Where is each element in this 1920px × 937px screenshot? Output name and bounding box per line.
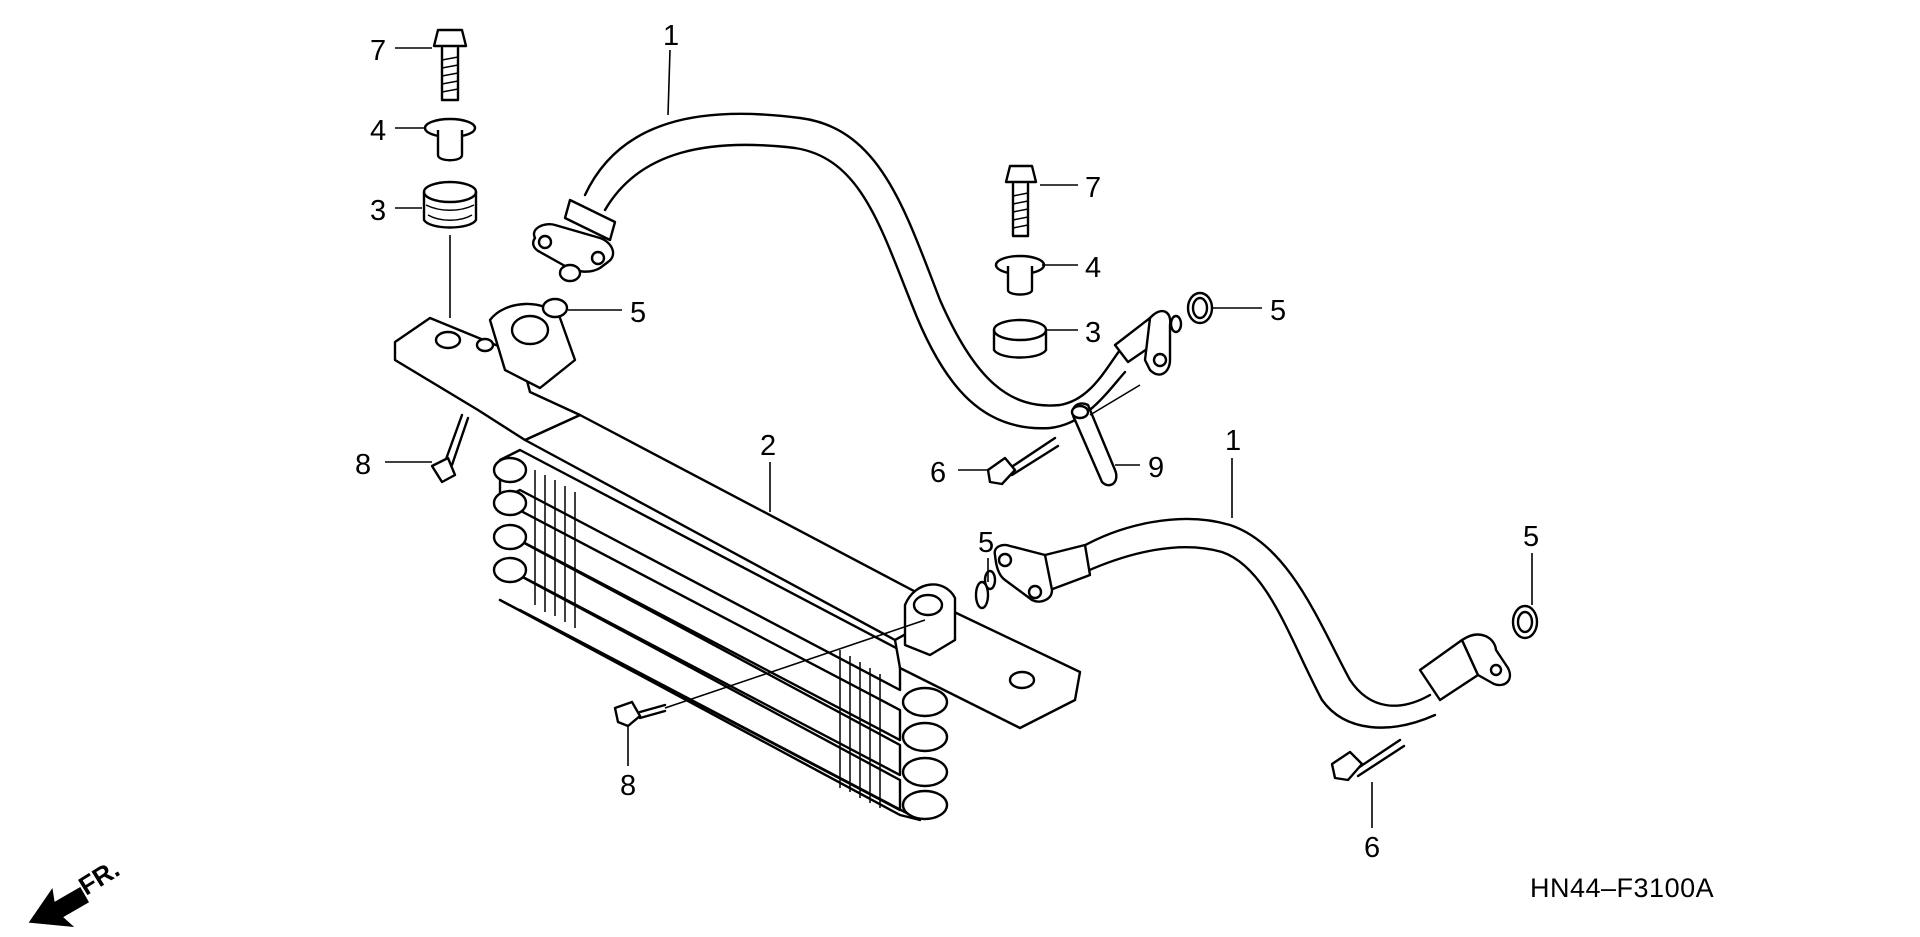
diagram-code: HN44–F3100A [1530, 873, 1714, 903]
oil-cooler-core [492, 413, 952, 822]
callout-labels: 7 4 3 1 5 8 2 7 4 3 5 9 6 1 5 5 8 6 [355, 20, 1539, 864]
upper-oil-hose [531, 112, 1183, 430]
callout-1-upper: 1 [663, 20, 679, 52]
callout-1-lower: 1 [1225, 425, 1241, 457]
sealing-washers [541, 291, 1539, 640]
cooler-left-bracket [393, 302, 582, 442]
leader-lines [385, 47, 1533, 828]
front-arrow-icon [28, 886, 90, 927]
callout-6-lower: 6 [1364, 832, 1380, 864]
lower-oil-hose [983, 517, 1512, 729]
callout-9-clamp: 9 [1148, 452, 1164, 484]
callout-3-left: 3 [370, 195, 386, 227]
right-mount-stack [992, 164, 1048, 359]
callout-5-lower-right: 5 [1523, 521, 1539, 553]
callout-2-cooler: 2 [760, 430, 776, 462]
callout-5-upper-left: 5 [630, 297, 646, 329]
left-mount-stack [422, 28, 478, 318]
callout-8-lower: 8 [620, 770, 636, 802]
callout-8-left: 8 [355, 449, 371, 481]
hose-clamp [1070, 384, 1141, 487]
callout-7-right: 7 [1085, 172, 1101, 204]
callout-4-right: 4 [1085, 252, 1101, 284]
callout-5-upper-right: 5 [1270, 295, 1286, 327]
callout-6-upper: 6 [930, 457, 946, 489]
callout-5-lower-left: 5 [978, 527, 994, 559]
callout-4-left: 4 [370, 115, 386, 147]
callout-7-left: 7 [370, 35, 386, 67]
cooler-right-bracket [893, 583, 1082, 730]
bolts-8 [430, 413, 926, 728]
callout-3-right: 3 [1085, 317, 1101, 349]
front-direction-indicator: FR. [28, 853, 125, 927]
flange-bolts-6 [986, 436, 1406, 782]
